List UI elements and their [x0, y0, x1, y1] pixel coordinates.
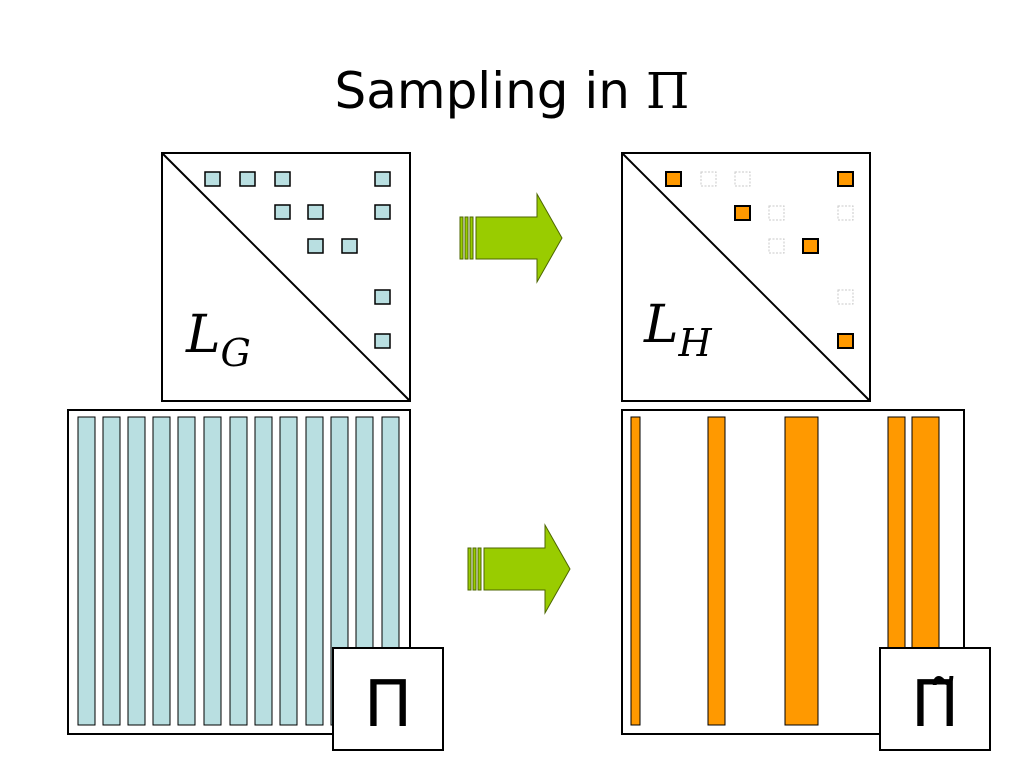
- matrix-square: [307, 204, 324, 220]
- diagonal-line: [621, 152, 871, 402]
- lg-squares: [204, 171, 391, 349]
- matrix-square: [837, 171, 854, 187]
- lg-label: LG: [185, 305, 251, 375]
- pi-column: [177, 416, 196, 726]
- matrix-square: [374, 289, 391, 305]
- pi-column: [152, 416, 171, 726]
- pi-column: [102, 416, 121, 726]
- right-matrix: LH: [621, 152, 871, 402]
- matrix-square: [374, 333, 391, 349]
- matrix-square: [374, 171, 391, 187]
- diagonal-line: [161, 152, 411, 402]
- matrix-square: [837, 333, 854, 349]
- matrix-square: [665, 171, 682, 187]
- matrix-square: [274, 171, 291, 187]
- matrix-square: [204, 171, 221, 187]
- pi-column: [305, 416, 324, 726]
- pi-column: [229, 416, 248, 726]
- title-text: Sampling in: [334, 62, 630, 120]
- matrix-square-empty: [837, 205, 854, 221]
- matrix-square: [341, 238, 358, 254]
- pi-label-box: [332, 647, 444, 751]
- left-pi-matrix: Π: [67, 409, 444, 751]
- matrix-square: [374, 204, 391, 220]
- matrix-square: [307, 238, 324, 254]
- pi-label: Π: [364, 668, 412, 742]
- matrix-square-empty: [734, 171, 751, 187]
- matrix-square: [239, 171, 256, 187]
- lh-removed-squares: [700, 171, 854, 305]
- pi-tilde-label: Π̃: [911, 668, 959, 742]
- pi-column: [279, 416, 298, 726]
- lh-label: LH: [643, 295, 713, 365]
- matrix-square-empty: [768, 205, 785, 221]
- matrix-square-empty: [768, 238, 785, 254]
- pi-tilde-column: [707, 416, 726, 726]
- slide-title: Sampling in Π: [0, 62, 1024, 120]
- pi-column: [254, 416, 273, 726]
- pi-tilde-label-box: [879, 647, 991, 751]
- pi-tilde-column: [784, 416, 819, 726]
- matrix-square-empty: [837, 289, 854, 305]
- bottom-arrow-icon: [467, 523, 571, 615]
- title-symbol: Π: [645, 62, 690, 120]
- matrix-square: [802, 238, 819, 254]
- left-matrix: LG: [161, 152, 411, 402]
- matrix-square: [734, 205, 751, 221]
- top-arrow-icon: [459, 192, 563, 284]
- right-pi-matrix: Π̃: [621, 409, 991, 751]
- pi-column: [203, 416, 222, 726]
- pi-tilde-column: [630, 416, 641, 726]
- matrix-square-empty: [700, 171, 717, 187]
- lh-squares: [665, 171, 854, 349]
- matrix-square: [274, 204, 291, 220]
- pi-column: [127, 416, 146, 726]
- pi-column: [77, 416, 96, 726]
